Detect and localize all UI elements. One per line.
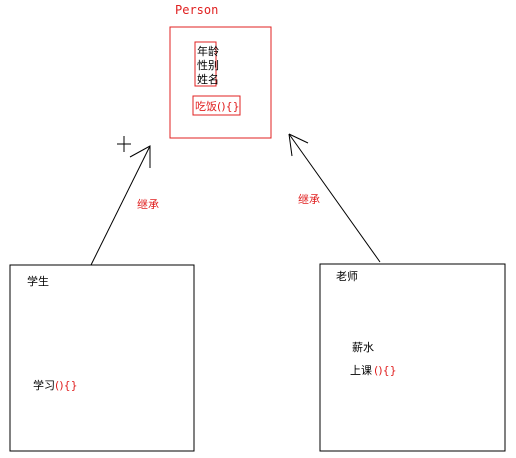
teacher-inherit-label: 继承 xyxy=(298,193,320,206)
person-field-name: 姓名 xyxy=(197,72,219,86)
person-title: Person xyxy=(175,3,218,17)
student-inherit-arrow xyxy=(90,145,151,266)
teacher-method-suffix: (){} xyxy=(374,364,397,377)
student-method-name: 学习 xyxy=(33,378,55,392)
teacher-field-salary: 薪水 xyxy=(352,341,374,354)
student-inherit-label: 继承 xyxy=(137,198,159,211)
person-field-age: 年龄 xyxy=(197,44,219,58)
teacher-title: 老师 xyxy=(336,270,358,283)
student-title: 学生 xyxy=(27,274,49,288)
crosshair-cursor-icon xyxy=(117,136,131,152)
person-field-gender: 性别 xyxy=(197,58,219,72)
person-fields-box xyxy=(194,41,217,87)
person-method: 吃饭(){} xyxy=(195,100,240,113)
teacher-method-name: 上课 xyxy=(350,364,372,377)
student-method-suffix: (){} xyxy=(55,379,78,392)
person-box xyxy=(169,26,272,139)
person-method-box xyxy=(192,95,241,116)
teacher-inherit-arrow xyxy=(288,133,381,263)
teacher-box xyxy=(319,263,506,452)
student-box xyxy=(9,264,195,452)
